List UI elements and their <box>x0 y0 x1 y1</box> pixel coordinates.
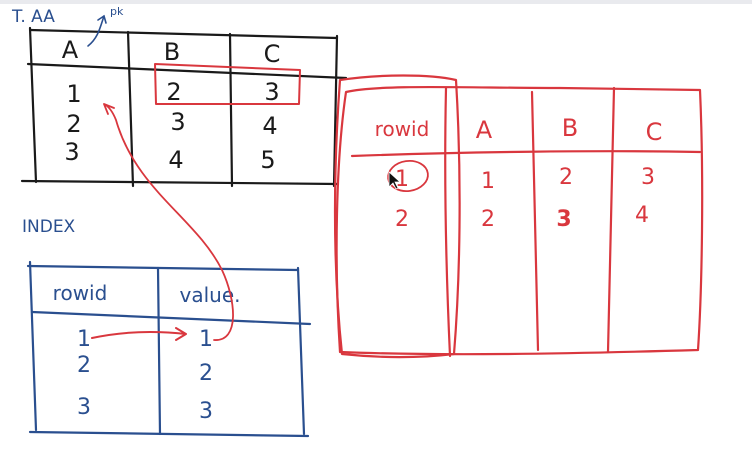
rowid-to-value-arrow <box>91 327 187 341</box>
taa-col-divider-1 <box>126 30 135 188</box>
rowid-cell: 1 <box>481 169 495 194</box>
rowid-col-divider-2 <box>530 90 540 352</box>
rowid-header-b: B <box>562 114 578 142</box>
taa-bottom-border <box>20 179 340 186</box>
taa-col-divider-2 <box>228 32 234 188</box>
rowid-cell: 3 <box>556 207 571 232</box>
taa-top-border <box>28 28 339 40</box>
highlight-box <box>154 63 301 105</box>
rowid-header-c: C <box>646 118 663 146</box>
taa-cell: 3 <box>264 78 279 106</box>
rowid-column-highlight <box>333 74 461 359</box>
rowid-header-rowid: rowid <box>375 117 430 141</box>
index-cell: 3 <box>77 395 91 420</box>
taa-cell: 4 <box>262 112 277 140</box>
index-cell: 2 <box>199 361 213 386</box>
rowid-cell: 2 <box>481 207 495 232</box>
taa-left-border <box>28 26 38 184</box>
taa-header-a: A <box>62 36 79 64</box>
taa-cell: 3 <box>64 138 79 166</box>
taa-cell: 1 <box>66 80 81 108</box>
taa-right-border <box>332 34 339 188</box>
index-header-rowid: rowid <box>53 281 108 305</box>
table-taa <box>20 26 348 188</box>
rowid-header-a: A <box>476 116 493 144</box>
rowid-1-circle <box>387 159 429 193</box>
rowid-col-divider-1 <box>444 86 452 358</box>
index-top-border <box>26 264 300 272</box>
taa-title: T. AA <box>11 7 55 27</box>
index-cell: 3 <box>199 399 213 424</box>
table-rowid <box>333 74 704 359</box>
index-bottom-border <box>28 430 310 438</box>
rowid-cell: 1 <box>395 167 409 192</box>
taa-cell: 5 <box>260 146 275 174</box>
pk-note: pk <box>110 5 124 18</box>
table-index <box>26 260 312 438</box>
index-title: INDEX <box>22 217 76 237</box>
index-cell: 2 <box>77 353 91 378</box>
taa-cell: 2 <box>166 78 181 106</box>
rowid-header-divider <box>350 150 702 158</box>
index-cell: 1 <box>199 327 213 352</box>
taa-header-divider <box>26 62 348 80</box>
index-cell: 1 <box>77 327 91 352</box>
index-col-divider <box>156 266 162 436</box>
pk-arrow <box>87 14 107 47</box>
index-left-border <box>28 260 38 432</box>
taa-header-c: C <box>264 40 281 68</box>
taa-cell: 4 <box>168 146 183 174</box>
rowid-cell: 2 <box>559 165 573 190</box>
rowid-col-divider-3 <box>606 86 616 354</box>
taa-cell: 3 <box>170 108 185 136</box>
taa-cell: 2 <box>66 110 81 138</box>
mouse-cursor <box>388 171 402 190</box>
value-to-row-curve <box>103 103 234 341</box>
taa-header-b: B <box>164 38 180 66</box>
rowid-cell: 3 <box>641 165 655 190</box>
index-header-divider <box>30 310 312 326</box>
rowid-cell: 4 <box>635 203 649 228</box>
top-strip <box>0 0 752 4</box>
rowid-cell: 2 <box>395 207 409 232</box>
index-right-border <box>296 266 306 436</box>
